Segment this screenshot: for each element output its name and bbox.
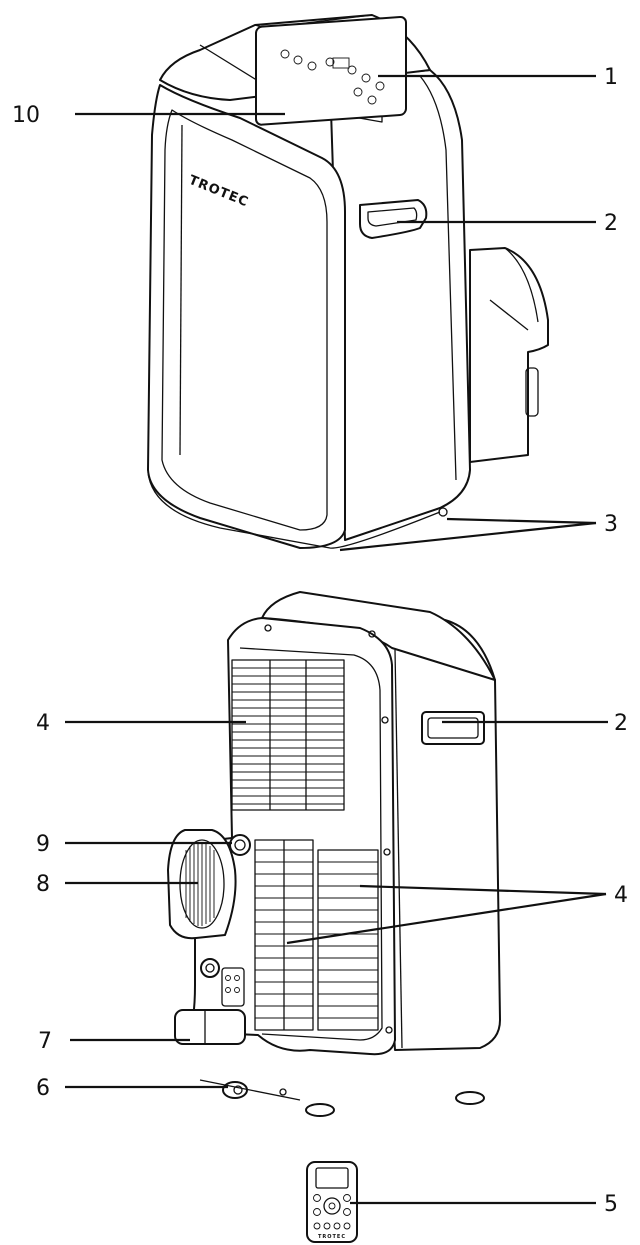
callout-2-back: 2 — [614, 711, 628, 736]
upper-grille-slats — [232, 660, 344, 810]
callout-6: 6 — [36, 1076, 50, 1101]
control-buttons — [280, 49, 385, 105]
callout-7: 7 — [38, 1029, 52, 1054]
callout-10: 10 — [12, 103, 40, 128]
callout-5: 5 — [604, 1192, 618, 1217]
callout-8: 8 — [36, 872, 50, 897]
callout-labels: 1 2 3 10 4 2 9 8 4 7 6 5 — [12, 65, 628, 1217]
leader-line-4c — [286, 892, 607, 945]
callout-4-back-lower: 4 — [614, 883, 628, 908]
leader-line-4b — [359, 884, 607, 896]
remote-control: TROTEC — [306, 1161, 358, 1243]
leader-lines — [65, 74, 608, 1205]
front-view-unit: TROTEC — [147, 14, 549, 549]
back-view-unit — [167, 591, 501, 1117]
callout-1: 1 — [604, 65, 618, 90]
leader-line-3b — [339, 521, 597, 552]
brand-logo-remote: TROTEC — [318, 1234, 346, 1240]
leader-line-3a — [446, 517, 597, 525]
callout-2-front: 2 — [604, 211, 618, 236]
callout-3: 3 — [604, 512, 618, 537]
callout-9: 9 — [36, 832, 50, 857]
callout-4-back-upper: 4 — [36, 711, 50, 736]
